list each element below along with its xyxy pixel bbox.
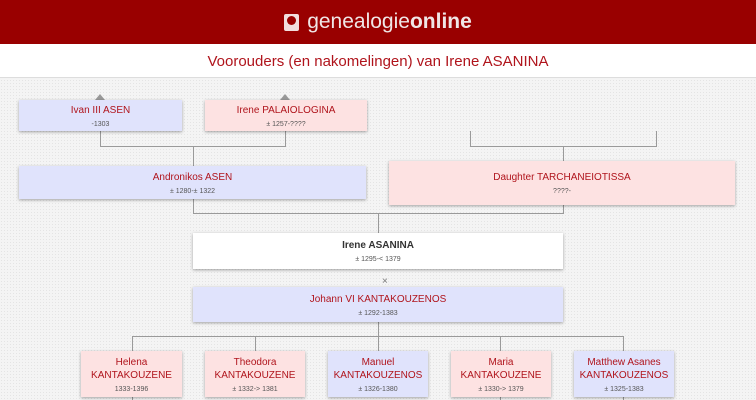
person-dates: ± 1332-> 1381	[232, 385, 278, 393]
person-dates: ± 1295-< 1379	[355, 256, 401, 263]
expand-ancestors-arrow-icon[interactable]	[95, 94, 105, 100]
person-dates: ± 1292-1383	[358, 309, 398, 317]
person-dates: ± 1330-> 1379	[478, 385, 524, 393]
person-dates: ± 1325-1383	[604, 385, 644, 393]
person-last-name: KANTAKOUZENE	[460, 369, 542, 381]
expand-ancestors-arrow-icon[interactable]	[280, 94, 290, 100]
person-first-name: Matthew Asanes	[587, 356, 661, 368]
connector	[193, 146, 194, 166]
person-first-name: Manuel	[361, 356, 395, 368]
brand-bold: online	[409, 10, 472, 33]
person-name: Irene ASANINA	[342, 240, 414, 251]
person-card-father[interactable]: Andronikos ASEN ± 1280-± 1322	[19, 166, 366, 199]
site-header: genealogieonline	[0, 0, 756, 44]
person-name: Ivan III ASEN	[70, 104, 131, 116]
person-card-mother[interactable]: Daughter TARCHANEIOTISSA ????-	[389, 161, 735, 205]
person-name: Irene PALAIOLOGINA	[236, 104, 336, 116]
person-name: Daughter TARCHANEIOTISSA	[493, 172, 631, 183]
connector	[563, 146, 564, 161]
person-card-spouse[interactable]: Johann VI KANTAKOUZENOS ± 1292-1383	[193, 287, 563, 322]
person-last-name: KANTAKOUZENE	[214, 369, 296, 381]
brand-light: genealogie	[307, 10, 410, 33]
connector	[563, 205, 564, 213]
person-dates: ± 1280-± 1322	[169, 187, 216, 195]
person-first-name: Helena	[115, 356, 148, 368]
person-dates: ????-	[553, 188, 571, 195]
person-card-subject[interactable]: Irene ASANINA ± 1295-< 1379	[193, 233, 563, 269]
person-card-grandfather[interactable]: Ivan III ASEN -1303	[19, 100, 182, 131]
tree-logo-icon[interactable]	[284, 13, 300, 31]
person-name: Johann VI KANTAKOUZENOS	[309, 293, 447, 305]
connector	[623, 397, 624, 400]
person-last-name: KANTAKOUZENE	[91, 369, 172, 381]
person-dates: ± 1326-1380	[358, 385, 398, 393]
person-dates: 1333-1396	[114, 385, 149, 393]
person-last-name: KANTAKOUZENOS	[333, 369, 423, 381]
person-card-grandmother[interactable]: Irene PALAIOLOGINA ± 1257-????	[205, 100, 367, 131]
connector	[500, 397, 501, 400]
marriage-icon: ×	[382, 276, 388, 287]
person-first-name: Theodora	[233, 356, 277, 368]
person-dates: ± 1257-????	[266, 120, 306, 128]
connector	[378, 336, 379, 351]
connector	[285, 131, 286, 146]
connector	[255, 336, 256, 351]
connector	[500, 336, 501, 351]
connector	[132, 336, 133, 351]
brand-logo[interactable]: genealogieonline	[307, 10, 472, 34]
connector	[378, 322, 379, 336]
person-dates: -1303	[91, 120, 110, 128]
connector	[100, 131, 101, 146]
connector	[193, 199, 194, 213]
person-name: Andronikos ASEN	[152, 171, 233, 183]
person-first-name: Maria	[488, 356, 514, 368]
page-title: Voorouders (en nakomelingen) van Irene A…	[0, 44, 756, 78]
connector	[470, 131, 471, 146]
connector	[132, 397, 133, 400]
connector	[623, 336, 624, 351]
connector	[378, 213, 379, 233]
connector	[656, 131, 657, 146]
person-last-name: KANTAKOUZENOS	[579, 369, 669, 381]
